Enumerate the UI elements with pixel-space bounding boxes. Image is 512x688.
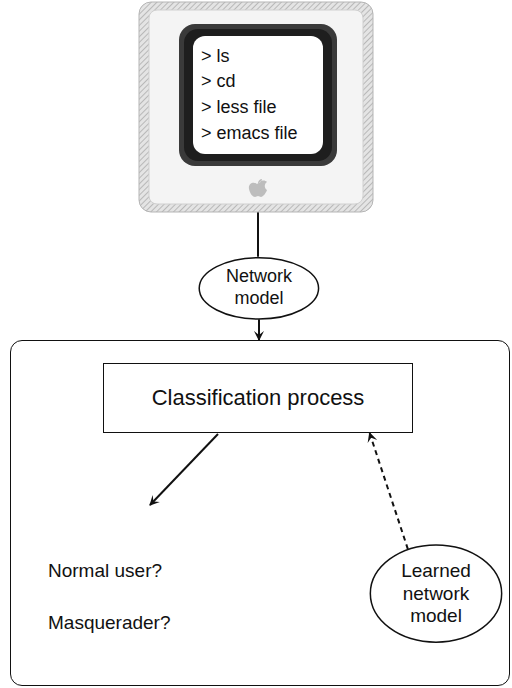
outcome-label: Normal user? <box>48 560 162 582</box>
connector-arrow <box>258 319 260 340</box>
dashed-arrow <box>370 433 408 549</box>
node-text: Classification process <box>152 385 365 411</box>
node-text: > cd <box>201 69 236 95</box>
system-container: Classification processLearned network mo… <box>10 340 510 686</box>
node-text: > less file <box>201 95 277 121</box>
model-ellipse: Learned network model <box>369 544 503 643</box>
node-text: Network model <box>217 266 301 309</box>
node-text: > ls <box>201 44 230 70</box>
node-text: Learned network model <box>390 560 482 628</box>
terminal-screen: > ls> cd> less file> emacs file <box>193 36 323 154</box>
outcome-label: Masquerader? <box>48 612 171 634</box>
process-box: Classification process <box>103 363 413 433</box>
node-text: > emacs file <box>201 121 298 147</box>
model-ellipse: Network model <box>198 257 320 320</box>
